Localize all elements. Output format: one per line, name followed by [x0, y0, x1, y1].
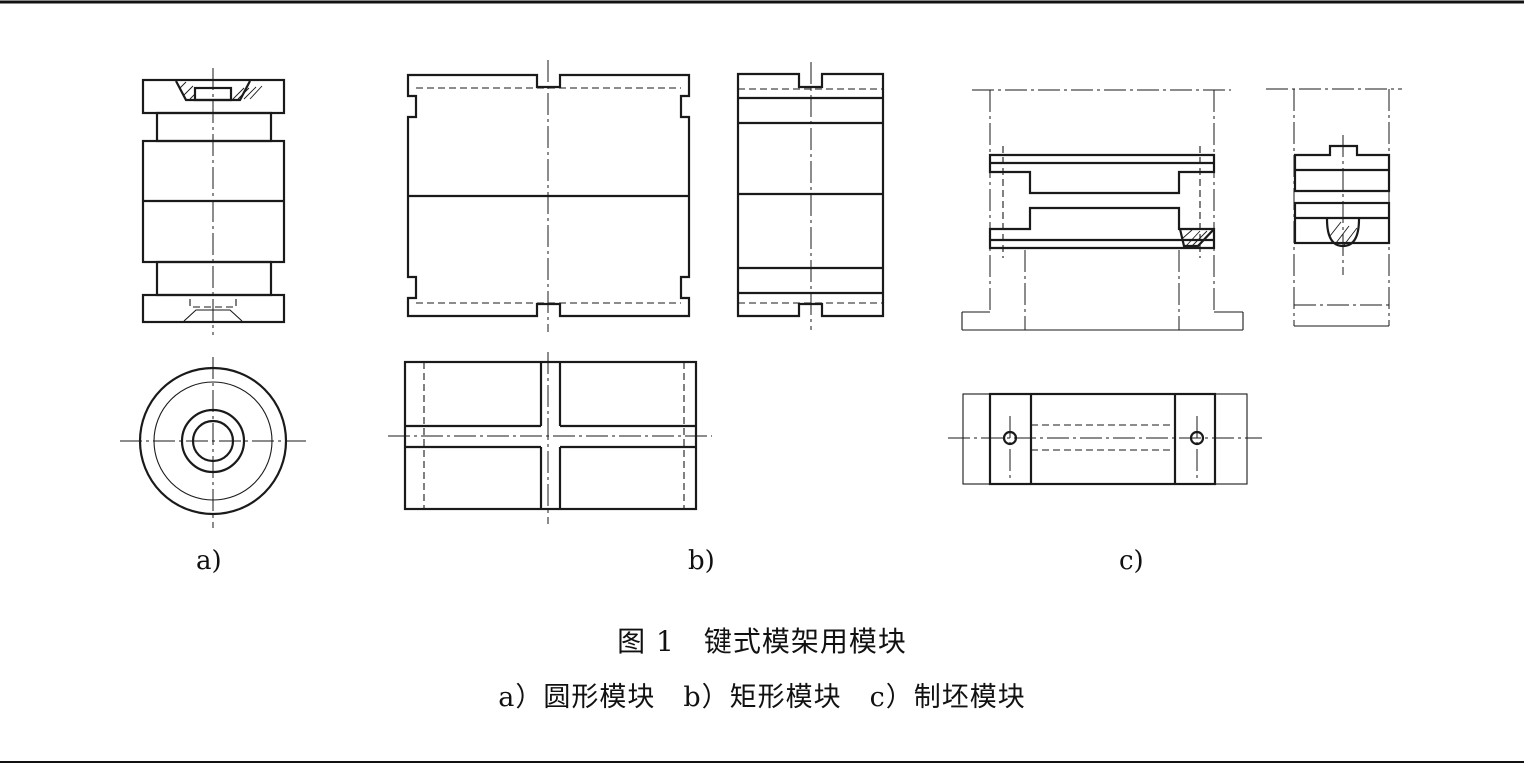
- panel-c-top-view: [948, 392, 1262, 486]
- panel-a-top-view: [120, 357, 306, 528]
- panel-c-front-view: [961, 89, 1244, 331]
- figure-subtitle: a）圆形模块 b）矩形模块 c）制坯模块: [498, 682, 1026, 713]
- panel-b-front-view: [406, 60, 691, 332]
- panel-label-a: a): [196, 546, 222, 576]
- panel-b-side-view: [736, 62, 885, 330]
- panel-c-side-view: [1266, 88, 1402, 327]
- panel-b-top-view: [388, 352, 712, 524]
- panel-a-front-view: [141, 68, 286, 335]
- panel-label-b: b): [688, 546, 715, 576]
- panel-label-c: c): [1119, 546, 1144, 576]
- figure-title: 图 1 键式模架用模块: [617, 625, 907, 658]
